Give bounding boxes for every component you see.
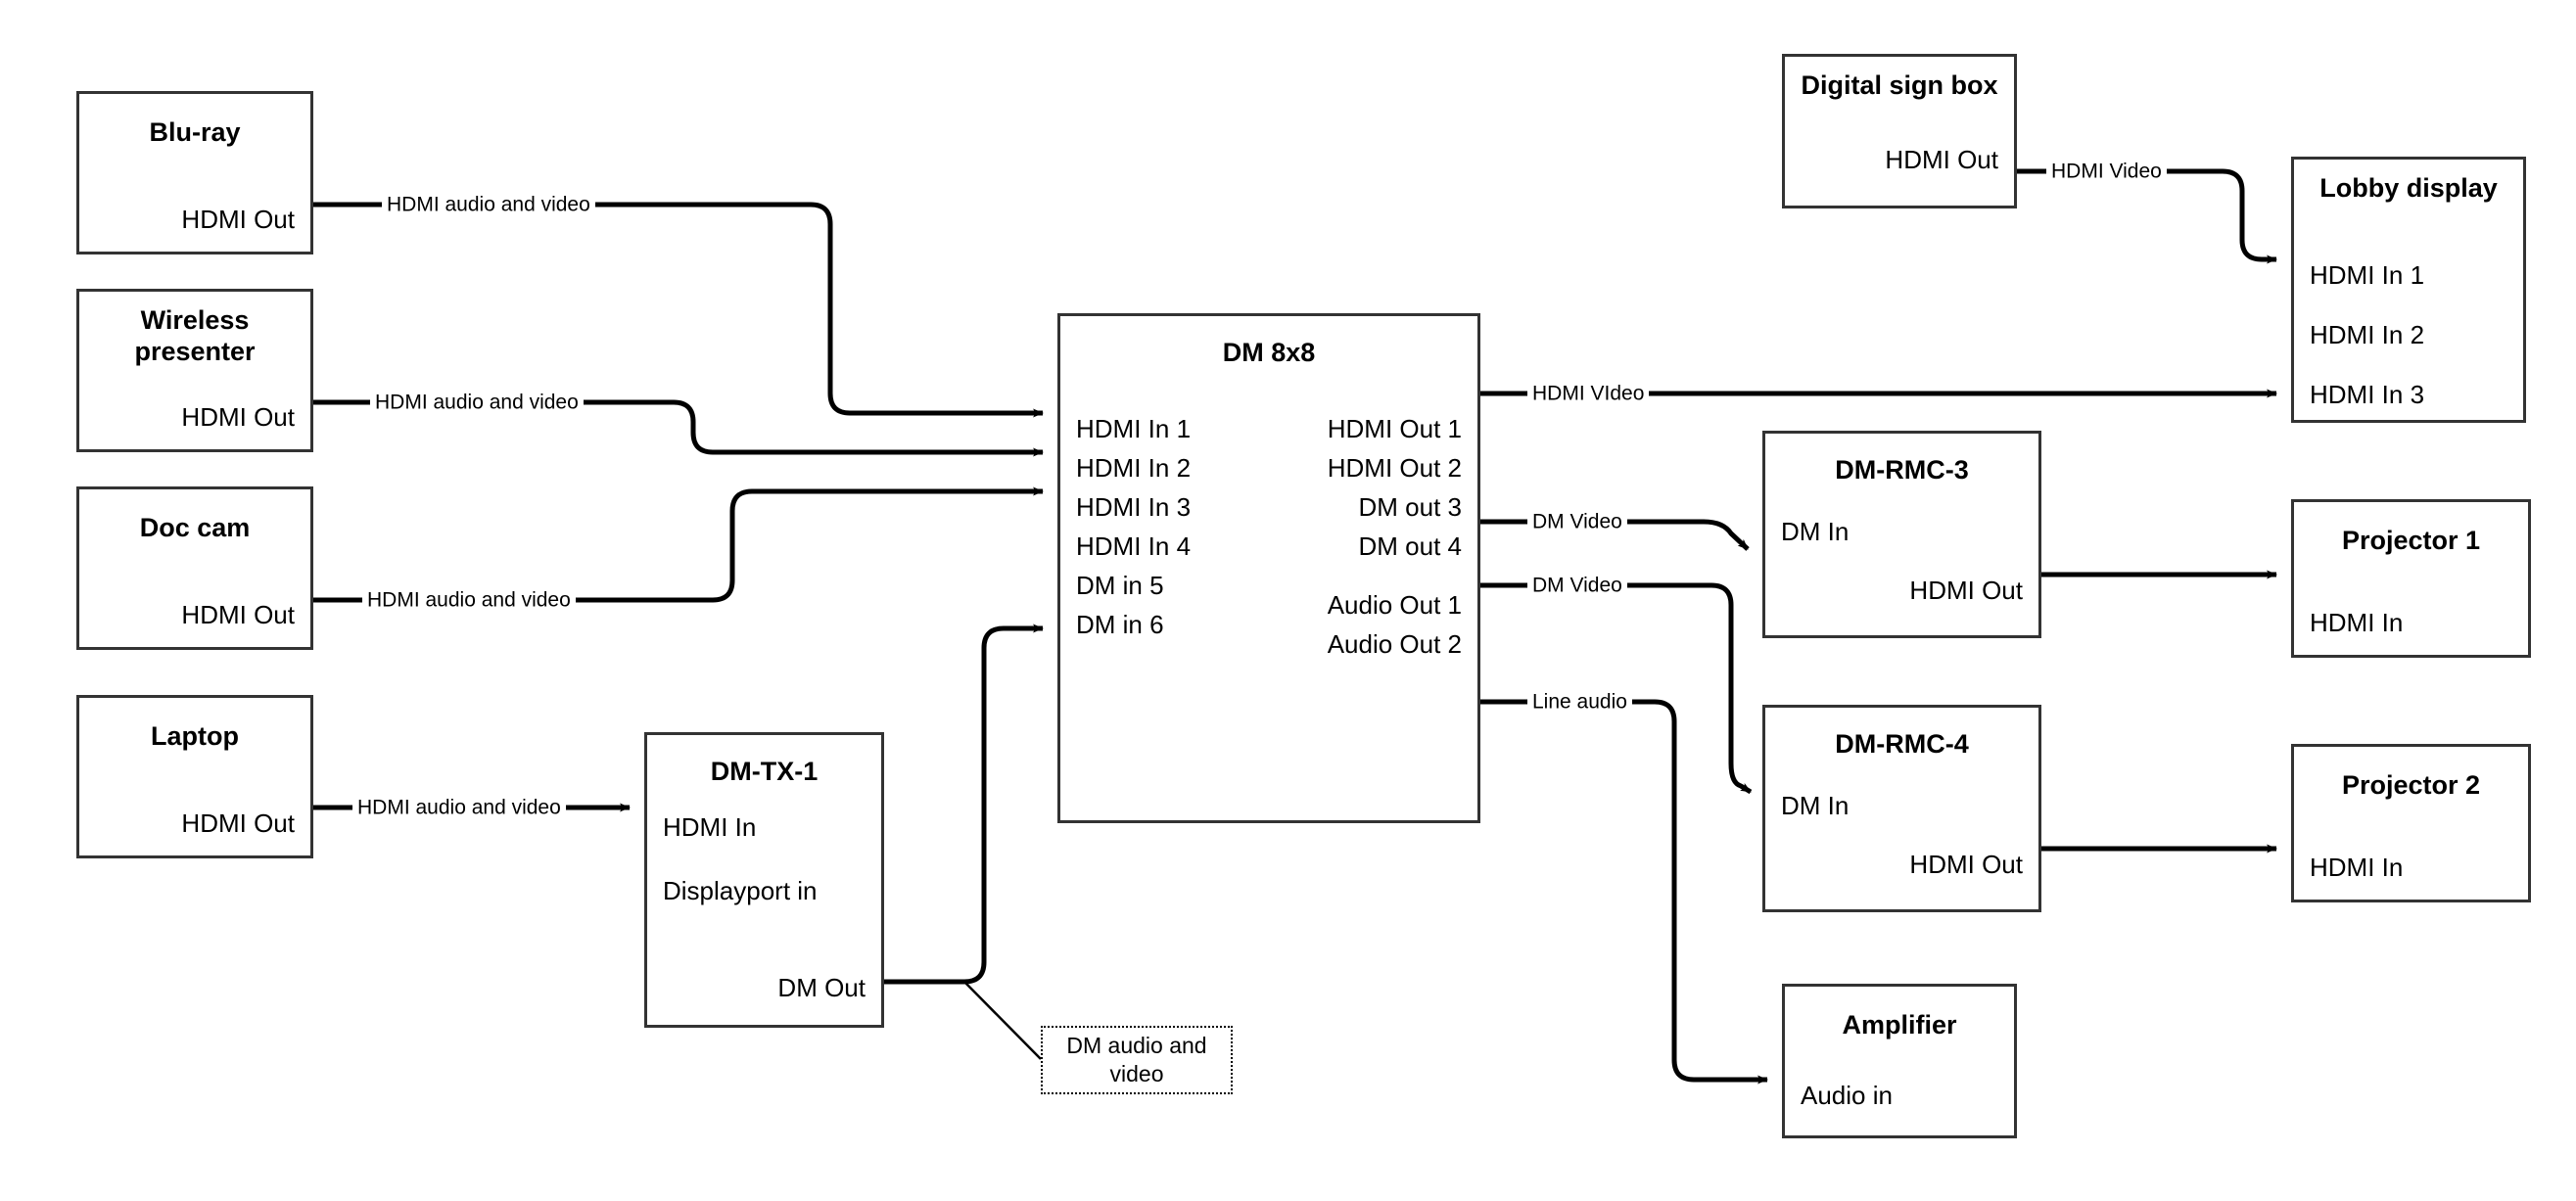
port-dm-rmc-3-dm-in[interactable]: DM In [1781,517,1850,546]
port-wireless-presenter-hdmi-out[interactable]: HDMI Out [181,402,295,432]
wire-digital-sign-box-to-lobby-hdmi-in-1 [2017,168,2277,264]
node-title-lobby-display: Lobby display [2319,173,2498,203]
port-dm-rmc-4-dm-in[interactable]: DM In [1781,791,1850,820]
port-amplifier-audio-in[interactable]: Audio in [1801,1081,1893,1110]
node-title-doc-cam: Doc cam [139,513,251,542]
wire-label-dm-8x8-hdmi-out-1-to-lobby-hdmi-in-3: HDMI VIdeo [1527,383,1650,404]
port-dm-8x8-dm-in-6[interactable]: DM in 6 [1076,610,1164,639]
callout-text-dm-audio-and-video-callout: DM audio and video [1066,1032,1207,1086]
port-dm-8x8-dm-out-4[interactable]: DM out 4 [1358,531,1463,561]
port-projector-2-hdmi-in[interactable]: HDMI In [2310,853,2404,882]
wire-label-laptop-to-dm-tx-1: HDMI audio and video [352,797,566,818]
wire-dm-8x8-audio-out-1-to-amplifier [1480,699,1768,1085]
callout-dm-audio-and-video-callout: DM audio and video [1041,1026,1233,1094]
port-dm-tx-1-hdmi-in[interactable]: HDMI In [663,812,757,842]
node-title-dm-rmc-4: DM-RMC-4 [1835,729,1969,759]
wire-doc-cam-to-dm-in-3 [313,486,1044,603]
port-dm-8x8-dm-in-5[interactable]: DM in 5 [1076,571,1164,600]
wire-label-dm-8x8-dm-out-4-to-dm-rmc-4: DM Video [1527,575,1627,596]
port-dm-8x8-dm-out-3[interactable]: DM out 3 [1358,492,1463,522]
wire-dm-8x8-dm-out-4-to-dm-rmc-4 [1480,582,1753,795]
node-title-wireless-presenter: Wireless presenter [134,305,256,366]
port-blu-ray-hdmi-out[interactable]: HDMI Out [181,205,295,234]
node-title-dm-8x8: DM 8x8 [1222,338,1316,367]
port-doc-cam-hdmi-out[interactable]: HDMI Out [181,600,295,629]
node-title-amplifier: Amplifier [1842,1010,1957,1039]
node-title-blu-ray: Blu-ray [149,117,241,147]
callout-leader-lines [963,981,1042,1060]
node-title-digital-sign-box: Digital sign box [1801,70,1998,100]
port-lobby-display-hdmi-in-2[interactable]: HDMI In 2 [2310,320,2425,349]
node-title-dm-tx-1: DM-TX-1 [710,757,819,786]
port-dm-rmc-4-hdmi-out[interactable]: HDMI Out [1909,850,2023,879]
wire-label-bluray-to-dm-in-1: HDMI audio and video [382,194,595,215]
wire-dm-tx-1-to-dm-in-5 [884,624,1044,985]
port-dm-8x8-hdmi-in-4[interactable]: HDMI In 4 [1076,531,1192,561]
node-title-projector-1: Projector 1 [2341,526,2481,555]
node-title-dm-rmc-3: DM-RMC-3 [1835,455,1969,485]
wire-label-wireless-presenter-to-dm-in-2: HDMI audio and video [370,392,584,413]
port-dm-8x8-hdmi-out-1[interactable]: HDMI Out 1 [1327,414,1462,443]
callout-leader-dm-audio-and-video-callout [963,981,1042,1060]
port-digital-sign-box-hdmi-out[interactable]: HDMI Out [1885,145,1998,174]
port-lobby-display-hdmi-in-3[interactable]: HDMI In 3 [2310,380,2425,409]
port-dm-8x8-audio-out-2[interactable]: Audio Out 2 [1327,629,1462,659]
wire-label-doc-cam-to-dm-in-3: HDMI audio and video [362,589,576,611]
port-dm-tx-1-displayport-in[interactable]: Displayport in [663,876,818,905]
wire-label-digital-sign-box-to-lobby-hdmi-in-1: HDMI Video [2046,161,2167,182]
port-dm-8x8-hdmi-out-2[interactable]: HDMI Out 2 [1327,453,1462,483]
port-dm-8x8-hdmi-in-1[interactable]: HDMI In 1 [1076,414,1192,443]
wire-label-dm-8x8-audio-out-1-to-amplifier: Line audio [1527,691,1632,713]
node-dm-rmc-3[interactable]: DM-RMC-3 DM In HDMI Out [1762,431,2041,638]
node-dm-rmc-4[interactable]: DM-RMC-4 DM In HDMI Out [1762,705,2041,912]
port-laptop-hdmi-out[interactable]: HDMI Out [181,808,295,838]
port-dm-rmc-3-hdmi-out[interactable]: HDMI Out [1909,576,2023,605]
wire-bluray-to-dm-in-1 [313,202,1044,418]
node-title-projector-2: Projector 2 [2341,770,2481,800]
wire-label-dm-8x8-dm-out-3-to-dm-rmc-3: DM Video [1527,511,1627,532]
port-dm-8x8-hdmi-in-3[interactable]: HDMI In 3 [1076,492,1192,522]
port-dm-tx-1-dm-out[interactable]: DM Out [777,973,866,1002]
node-projector-2[interactable]: Projector 2 HDMI In [2291,744,2531,902]
port-projector-1-hdmi-in[interactable]: HDMI In [2310,608,2404,637]
port-lobby-display-hdmi-in-1[interactable]: HDMI In 1 [2310,260,2425,290]
node-projector-1[interactable]: Projector 1 HDMI In [2291,499,2531,658]
node-title-laptop: Laptop [151,721,239,751]
port-dm-8x8-audio-out-1[interactable]: Audio Out 1 [1327,590,1462,620]
port-dm-8x8-hdmi-in-2[interactable]: HDMI In 2 [1076,453,1192,483]
